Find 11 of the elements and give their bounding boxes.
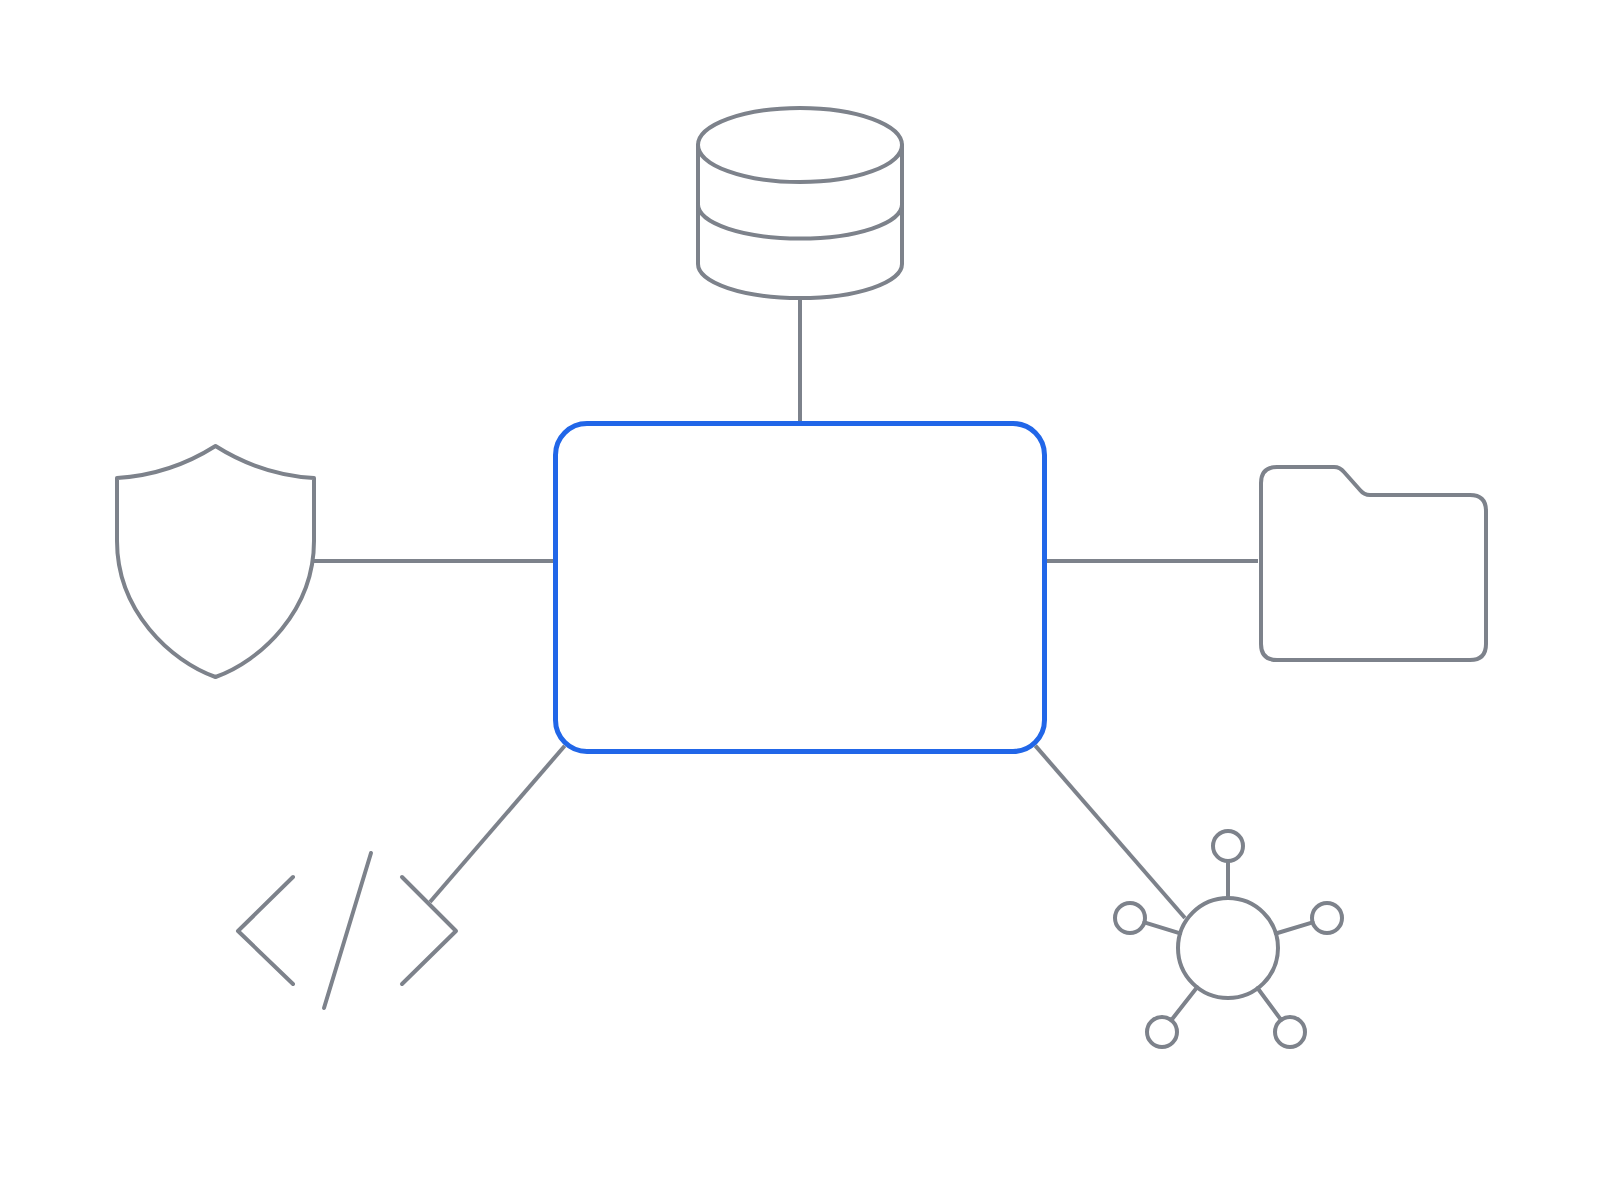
central-box	[553, 421, 1047, 754]
connector-line	[1033, 744, 1187, 920]
code-icon	[235, 850, 459, 1011]
database-icon	[695, 105, 905, 301]
folder-icon	[1258, 464, 1489, 663]
connector-line	[314, 559, 553, 563]
connector-line	[798, 300, 802, 421]
connector-line	[428, 744, 567, 904]
shield-icon	[114, 443, 316, 680]
network-icon	[1112, 828, 1345, 1050]
connector-line	[1047, 559, 1258, 563]
